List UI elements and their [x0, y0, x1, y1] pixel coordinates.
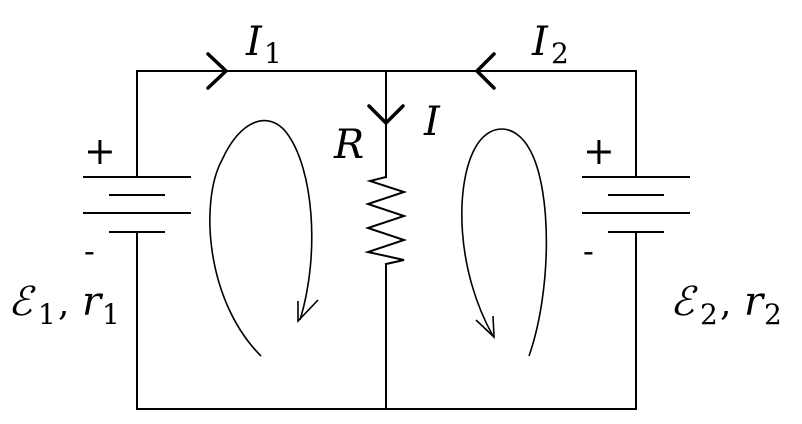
- current-left-subscript: 1: [264, 37, 282, 70]
- label-battery-left: ℰ 1 , r 1: [8, 279, 120, 331]
- resistor-label: R: [333, 122, 364, 168]
- resistance-right-subscript: 2: [764, 298, 782, 331]
- resistor-zigzag: [364, 175, 408, 266]
- battery-right-plus: +: [583, 129, 615, 173]
- emf-right-subscript: 2: [700, 298, 718, 331]
- current-left-symbol: I: [245, 19, 263, 65]
- battery-right-minus: -: [583, 232, 594, 270]
- battery-left-plus: +: [84, 129, 116, 173]
- wires: [136, 70, 637, 410]
- current-middle-label: I: [423, 99, 441, 145]
- emf-left-separator: ,: [58, 283, 69, 324]
- resistance-left-symbol: r: [82, 279, 104, 325]
- battery-left: [83, 176, 191, 233]
- label-current-right: I 2: [531, 19, 569, 70]
- arrow-left-icon: [474, 52, 496, 90]
- emf-left-subscript: 1: [38, 298, 56, 331]
- emf-right-symbol: ℰ: [670, 279, 698, 325]
- battery-right: [582, 176, 690, 233]
- battery-left-minus: -: [84, 232, 95, 270]
- loop-arrow-right-icon: [461, 128, 548, 357]
- resistance-right-symbol: r: [744, 279, 766, 325]
- label-battery-right: ℰ 2 , r 2: [670, 279, 782, 331]
- emf-left-symbol: ℰ: [8, 279, 36, 325]
- current-right-subscript: 2: [551, 37, 569, 70]
- current-right-symbol: I: [531, 19, 549, 65]
- loop-arrow-left-icon: [209, 119, 319, 357]
- resistance-left-subscript: 1: [102, 298, 120, 331]
- label-current-left: I 1: [245, 19, 282, 70]
- arrow-down-icon: [367, 104, 405, 126]
- emf-right-separator: ,: [720, 283, 731, 324]
- arrow-right-icon: [206, 52, 229, 90]
